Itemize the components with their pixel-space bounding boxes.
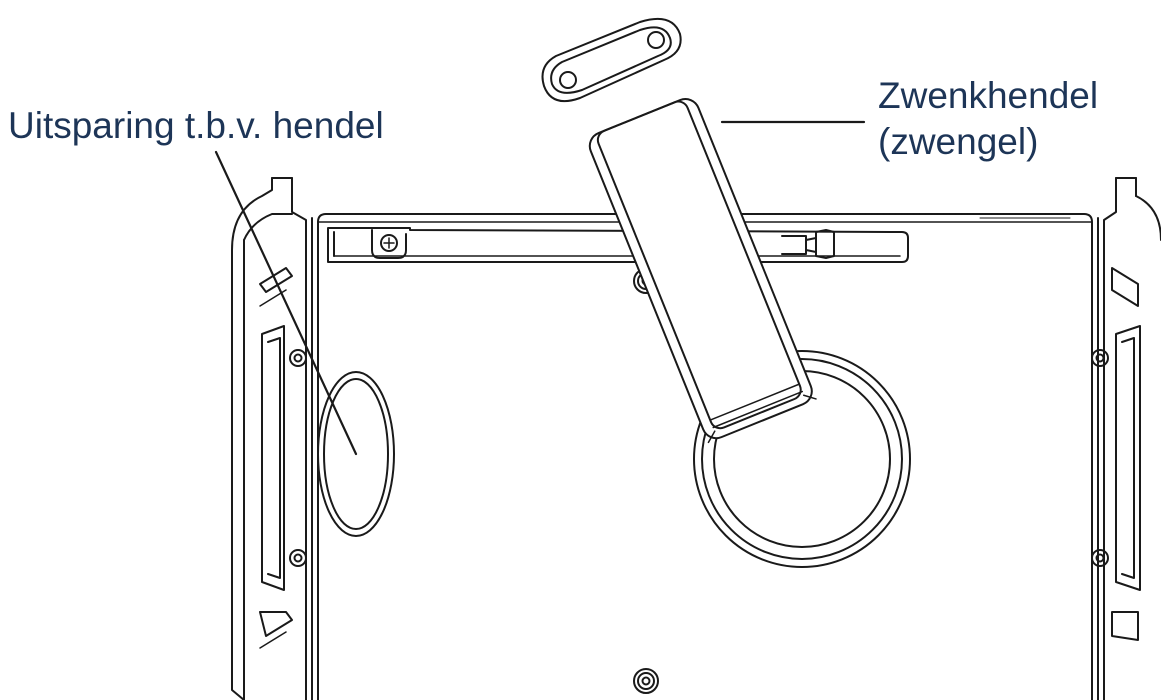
left-side-bumper <box>231 177 307 700</box>
handle-recess <box>317 371 395 537</box>
screw-right-upper <box>1091 349 1109 367</box>
crank-label-line2: (zwengel) <box>878 121 1039 162</box>
recess-label: Uitsparing t.b.v. hendel <box>8 105 384 146</box>
right-side-bumper <box>1103 177 1161 700</box>
crank-label-line1: Zwenkhendel <box>878 75 1099 116</box>
crank-tip-bracket <box>541 18 682 102</box>
screw-left-lower <box>289 549 307 567</box>
top-rail <box>327 227 909 263</box>
screw-right-lower <box>1091 549 1109 567</box>
crank-arm <box>588 98 817 444</box>
recess-leader-line <box>214 150 358 456</box>
screw-bottom <box>633 668 659 694</box>
crank-label: Zwenkhendel (zwengel) <box>878 73 1098 165</box>
screw-left-upper <box>289 349 307 367</box>
